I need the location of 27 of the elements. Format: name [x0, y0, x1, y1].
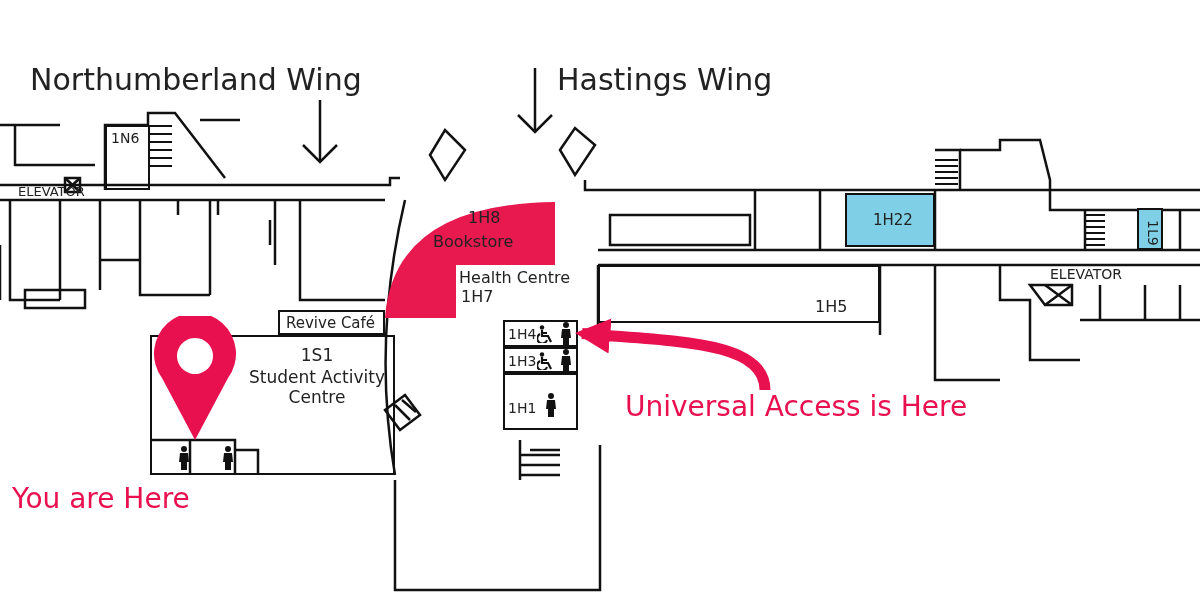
room-label: Bookstore [433, 232, 514, 251]
room [1137, 208, 1163, 250]
room [503, 347, 578, 373]
wing-label: Hastings Wing [557, 62, 773, 97]
callout-text: You are Here [12, 482, 190, 515]
room [105, 125, 150, 190]
room [598, 265, 880, 323]
room-label: 1L9 [1145, 220, 1161, 246]
callout-text: Universal Access is Here [625, 390, 968, 423]
room [278, 310, 385, 335]
room-label: 1H3 [508, 353, 537, 369]
room-label: 1H1 [508, 400, 537, 416]
room-label: 1N6 [111, 130, 140, 146]
room-label: 1H4 [508, 326, 537, 342]
room-label: Revive Café [286, 314, 376, 332]
room [503, 373, 578, 430]
room-label: 1H22 [873, 211, 913, 229]
room-label: 1S1 [299, 345, 335, 365]
room [503, 320, 578, 347]
room-label: 1H8 [468, 208, 501, 227]
room-label: 1H5 [815, 297, 848, 316]
wing-label: Northumberland Wing [30, 62, 362, 97]
room-label: Student Activity Centre [248, 367, 386, 407]
elevator-label: ELEVATOR [1050, 266, 1122, 282]
room-label: 1H7 [461, 287, 494, 306]
room [845, 193, 935, 247]
room-label: Health Centre [459, 268, 571, 287]
